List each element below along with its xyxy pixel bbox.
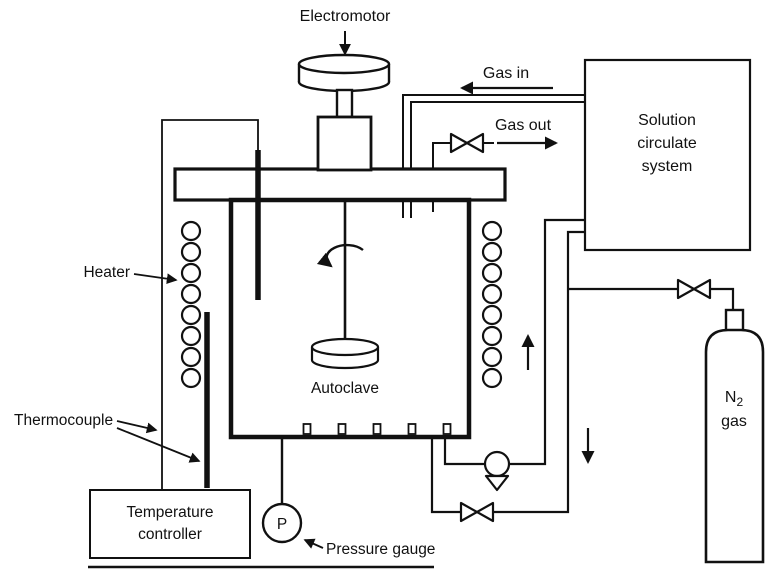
stirrer-disc [310,337,380,370]
stirrer [310,200,380,370]
solution-system-line3: system [642,158,693,175]
solution-system-box [583,58,752,252]
temperature-controller: Temperature controller [89,489,251,559]
motor-upper-shaft [335,88,354,119]
motor-pulley [297,53,391,93]
cylinder-body [704,328,765,564]
thermocouple-wire [161,119,259,490]
solution-circulation-pipe [443,218,585,466]
gas-out-label: Gas out [495,117,552,134]
n2-supply-pipe [430,230,735,514]
thermocouple-pointer-arrow-2 [116,427,201,463]
autoclave-lid [173,167,507,202]
n2-word: gas [721,413,747,430]
electromotor-label: Electromotor [300,8,391,25]
vessel-bottom-fittings [302,423,452,435]
heater-coil-left [180,220,202,389]
lid-dip-tubes [402,201,434,218]
n2-symbol: N [725,389,737,406]
n2-subscript: 2 [736,395,743,409]
n2-inlet-valve-icon [459,501,495,523]
temperature-controller-line1: Temperature [126,504,213,521]
pressure-gauge-pointer-arrow [303,538,324,549]
gauge-letter: P [277,516,287,533]
solution-system-line1: Solution [638,112,696,129]
motor-body [316,115,373,172]
gas-out-valve-icon [449,132,485,154]
temperature-controller-box [89,489,251,559]
solution-circulate-system: Solution circulate system [583,58,752,252]
heater-coil-right [481,220,503,389]
rotation-arrow-icon [316,243,364,268]
pressure-gauge: P [261,437,303,544]
solution-system-line2: circulate [637,135,697,152]
n2-label: N2 [725,389,744,409]
pressure-gauge-label: Pressure gauge [326,541,435,558]
autoclave-vessel [228,197,472,440]
thermocouple-label: Thermocouple [14,412,113,429]
n2-gas-cylinder: N2 gas [704,308,765,564]
temperature-controller-line2: controller [138,526,202,543]
gauge-dial [261,502,303,544]
gas-in-label: Gas in [483,65,529,82]
gas-out-pipe [432,142,494,169]
n2-cylinder-valve-icon [676,278,712,300]
electromotor-assembly: Electromotor [297,8,391,172]
heater-pointer-arrow [133,273,178,285]
gas-in-pipe [402,94,585,169]
pump-icon [483,450,511,492]
heater-label: Heater [83,264,130,281]
autoclave-label: Autoclave [311,380,379,397]
thermocouple-pointer-arrow-1 [116,420,158,434]
